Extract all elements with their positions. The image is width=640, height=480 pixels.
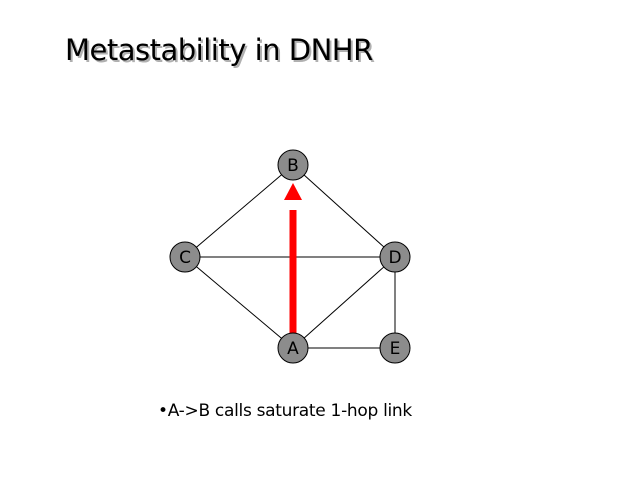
node-circle <box>169 241 201 273</box>
node-B: B <box>277 149 309 181</box>
node-label: B <box>287 156 299 176</box>
node-D: D <box>379 241 411 273</box>
bullet-point: •A->B calls saturate 1-hop link <box>158 401 412 421</box>
node-circle <box>379 332 411 364</box>
node-circle <box>277 332 309 364</box>
node-circle <box>277 149 309 181</box>
node-label: A <box>287 339 299 359</box>
node-label: C <box>179 248 191 268</box>
highlight-arrow-head <box>284 183 302 200</box>
node-A: A <box>277 332 309 364</box>
node-label: E <box>390 339 401 359</box>
slide-title: Metastability in DNHR <box>65 33 373 67</box>
edge-B-D <box>292 164 396 258</box>
node-E: E <box>379 332 411 364</box>
edge-A-D <box>292 256 396 349</box>
node-label: D <box>388 248 401 268</box>
node-C: C <box>169 241 201 273</box>
node-circle <box>379 241 411 273</box>
edge-C-A <box>184 256 294 349</box>
edge-C-B <box>184 164 294 258</box>
